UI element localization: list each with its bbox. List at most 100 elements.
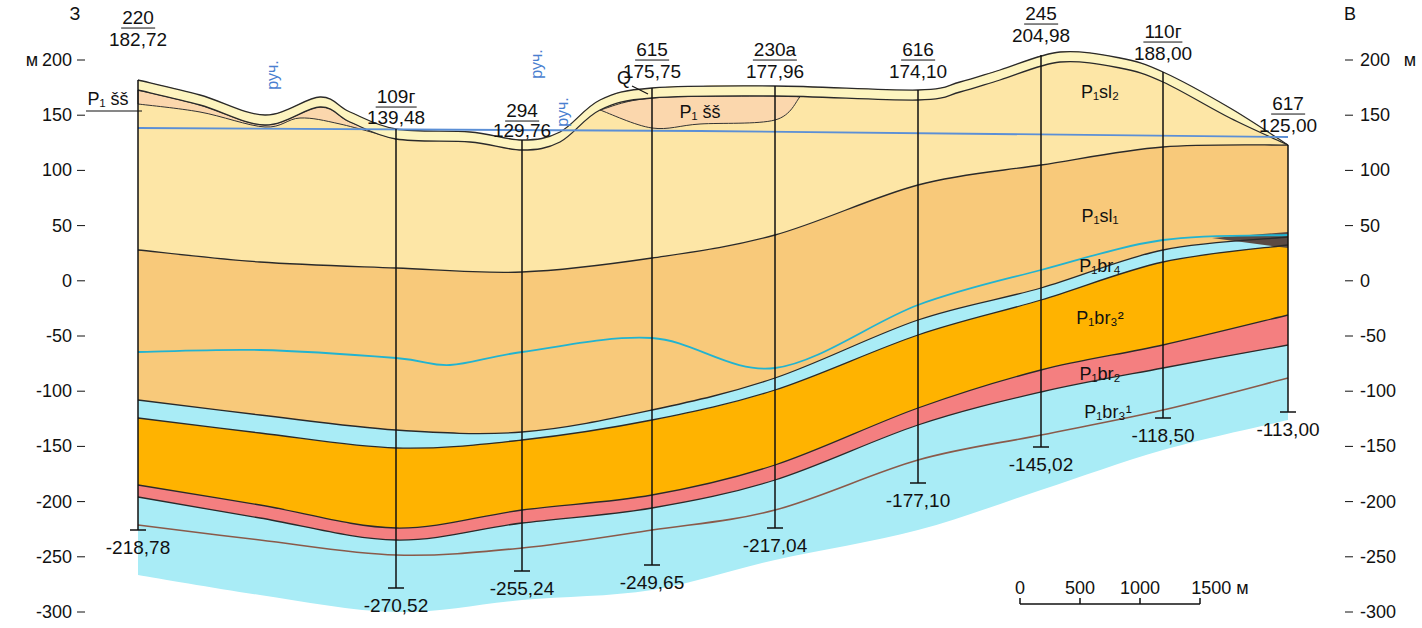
water-level: [138, 128, 1288, 137]
surface-elevation: 139,48: [367, 108, 425, 128]
surface-elevation: 125,00: [1259, 116, 1317, 136]
surface-elevation: 129,76: [493, 121, 551, 141]
layer-name: P₁sl₂: [1081, 83, 1119, 102]
layer-br2: [138, 52, 1288, 541]
borehole-number: 109г: [376, 87, 417, 108]
axis-tick: [1345, 115, 1353, 116]
scale-tick: [1079, 598, 1081, 604]
axis-tick: [77, 612, 85, 613]
groundwater-line: [138, 235, 1288, 369]
layer-name: Q: [617, 69, 631, 88]
axis-value: 200: [1360, 51, 1390, 70]
axis-value: 0: [62, 271, 72, 290]
bottom-elevation: -249,65: [620, 573, 684, 593]
surface-elevation: 177,96: [746, 62, 804, 82]
axis-value: 200: [42, 51, 72, 70]
axis-value: -300: [1360, 603, 1396, 622]
axis-tick: [77, 60, 85, 61]
axis-value: -150: [36, 437, 72, 456]
stream-label: руч.: [555, 97, 572, 127]
axis-tick: [1345, 60, 1353, 61]
axis-value: -150: [1360, 437, 1396, 456]
bottom-elevation: -218,78: [106, 538, 170, 558]
axis-value: -200: [36, 492, 72, 511]
axis-tick: [1345, 280, 1353, 281]
borehole: [521, 140, 523, 571]
axis-value: -250: [1360, 547, 1396, 566]
borehole: [774, 86, 776, 528]
bottom-elevation: -270,52: [364, 596, 428, 616]
borehole-bottom: [1280, 411, 1296, 413]
axis-tick: [1345, 336, 1353, 337]
axis-tick: [1345, 612, 1353, 613]
scale-tick: [1019, 598, 1021, 604]
stream-label: руч.: [265, 60, 282, 90]
axis-value: -200: [1360, 492, 1396, 511]
borehole: [137, 80, 139, 530]
borehole-bottom: [1155, 417, 1171, 419]
borehole-bottom: [644, 564, 660, 566]
axis-value: 100: [42, 161, 72, 180]
layer-sl1: [138, 52, 1288, 434]
axis-value: 50: [52, 216, 72, 235]
scale-value: 0: [1015, 579, 1025, 598]
axis-value: 150: [1360, 106, 1390, 125]
layer-br3-2: [138, 52, 1288, 529]
axis-tick: [77, 115, 85, 116]
borehole-bottom: [1033, 446, 1049, 448]
layer-boundary: [138, 245, 1288, 448]
axis-tick: [77, 556, 85, 557]
bottom-elevation: -118,50: [1131, 426, 1194, 446]
surface-elevation: 174,10: [889, 62, 947, 82]
borehole-number: 294: [505, 101, 539, 122]
axis-tick: [77, 170, 85, 171]
layer-q: [138, 52, 1288, 150]
layer-boundary: [138, 62, 1288, 150]
axis-value: 0: [1360, 271, 1370, 290]
unit-label: м: [1404, 51, 1416, 70]
scale-bar: [1020, 603, 1200, 605]
bottom-elevation: -255,24: [490, 579, 554, 599]
axis-tick: [77, 446, 85, 447]
axis-tick: [77, 225, 85, 226]
borehole-number: 245: [1024, 4, 1058, 25]
bottom-elevation: -145,02: [1009, 455, 1073, 475]
axis-tick: [1345, 446, 1353, 447]
scale-value: 1500 м: [1191, 579, 1248, 598]
layer-name: P₁br₃¹: [1084, 403, 1131, 422]
axis-tick: [1345, 556, 1353, 557]
borehole-number: 230а: [753, 40, 797, 61]
borehole-bottom: [514, 570, 530, 572]
borehole-number: 110г: [1143, 22, 1182, 43]
axis-tick: [77, 280, 85, 281]
bottom-elevation: -177,10: [886, 491, 950, 511]
borehole: [1162, 72, 1164, 418]
layer-br4: [138, 52, 1288, 449]
layer-name: P₁sl₁: [1081, 207, 1118, 226]
axis-value: -100: [1360, 382, 1396, 401]
borehole-number: 220: [121, 8, 155, 29]
layer-boundary: [138, 237, 1288, 434]
axis-tick: [1345, 391, 1353, 392]
layer-name: P₁ šš: [87, 90, 128, 109]
borehole: [395, 129, 397, 588]
axis-tick: [1345, 225, 1353, 226]
bottom-elevation: -217,04: [743, 536, 807, 556]
borehole-bottom: [388, 587, 404, 589]
borehole-number: 616: [901, 40, 935, 61]
axis-value: -300: [36, 603, 72, 622]
axis-value: -100: [36, 382, 72, 401]
surface-elevation: 182,72: [109, 30, 167, 50]
stream-label: руч.: [529, 49, 546, 79]
scale-tick: [1139, 598, 1141, 604]
unit-label: м: [26, 51, 38, 70]
layer-name: P₁br₂: [1079, 365, 1120, 384]
marker-horizon: [138, 378, 1288, 555]
borehole-number: 617: [1271, 94, 1305, 115]
surface-elevation: 204,98: [1012, 26, 1070, 46]
axis-value: 100: [1360, 161, 1390, 180]
axis-value: -50: [46, 327, 72, 346]
scale-value: 500: [1065, 579, 1095, 598]
borehole: [651, 88, 653, 565]
